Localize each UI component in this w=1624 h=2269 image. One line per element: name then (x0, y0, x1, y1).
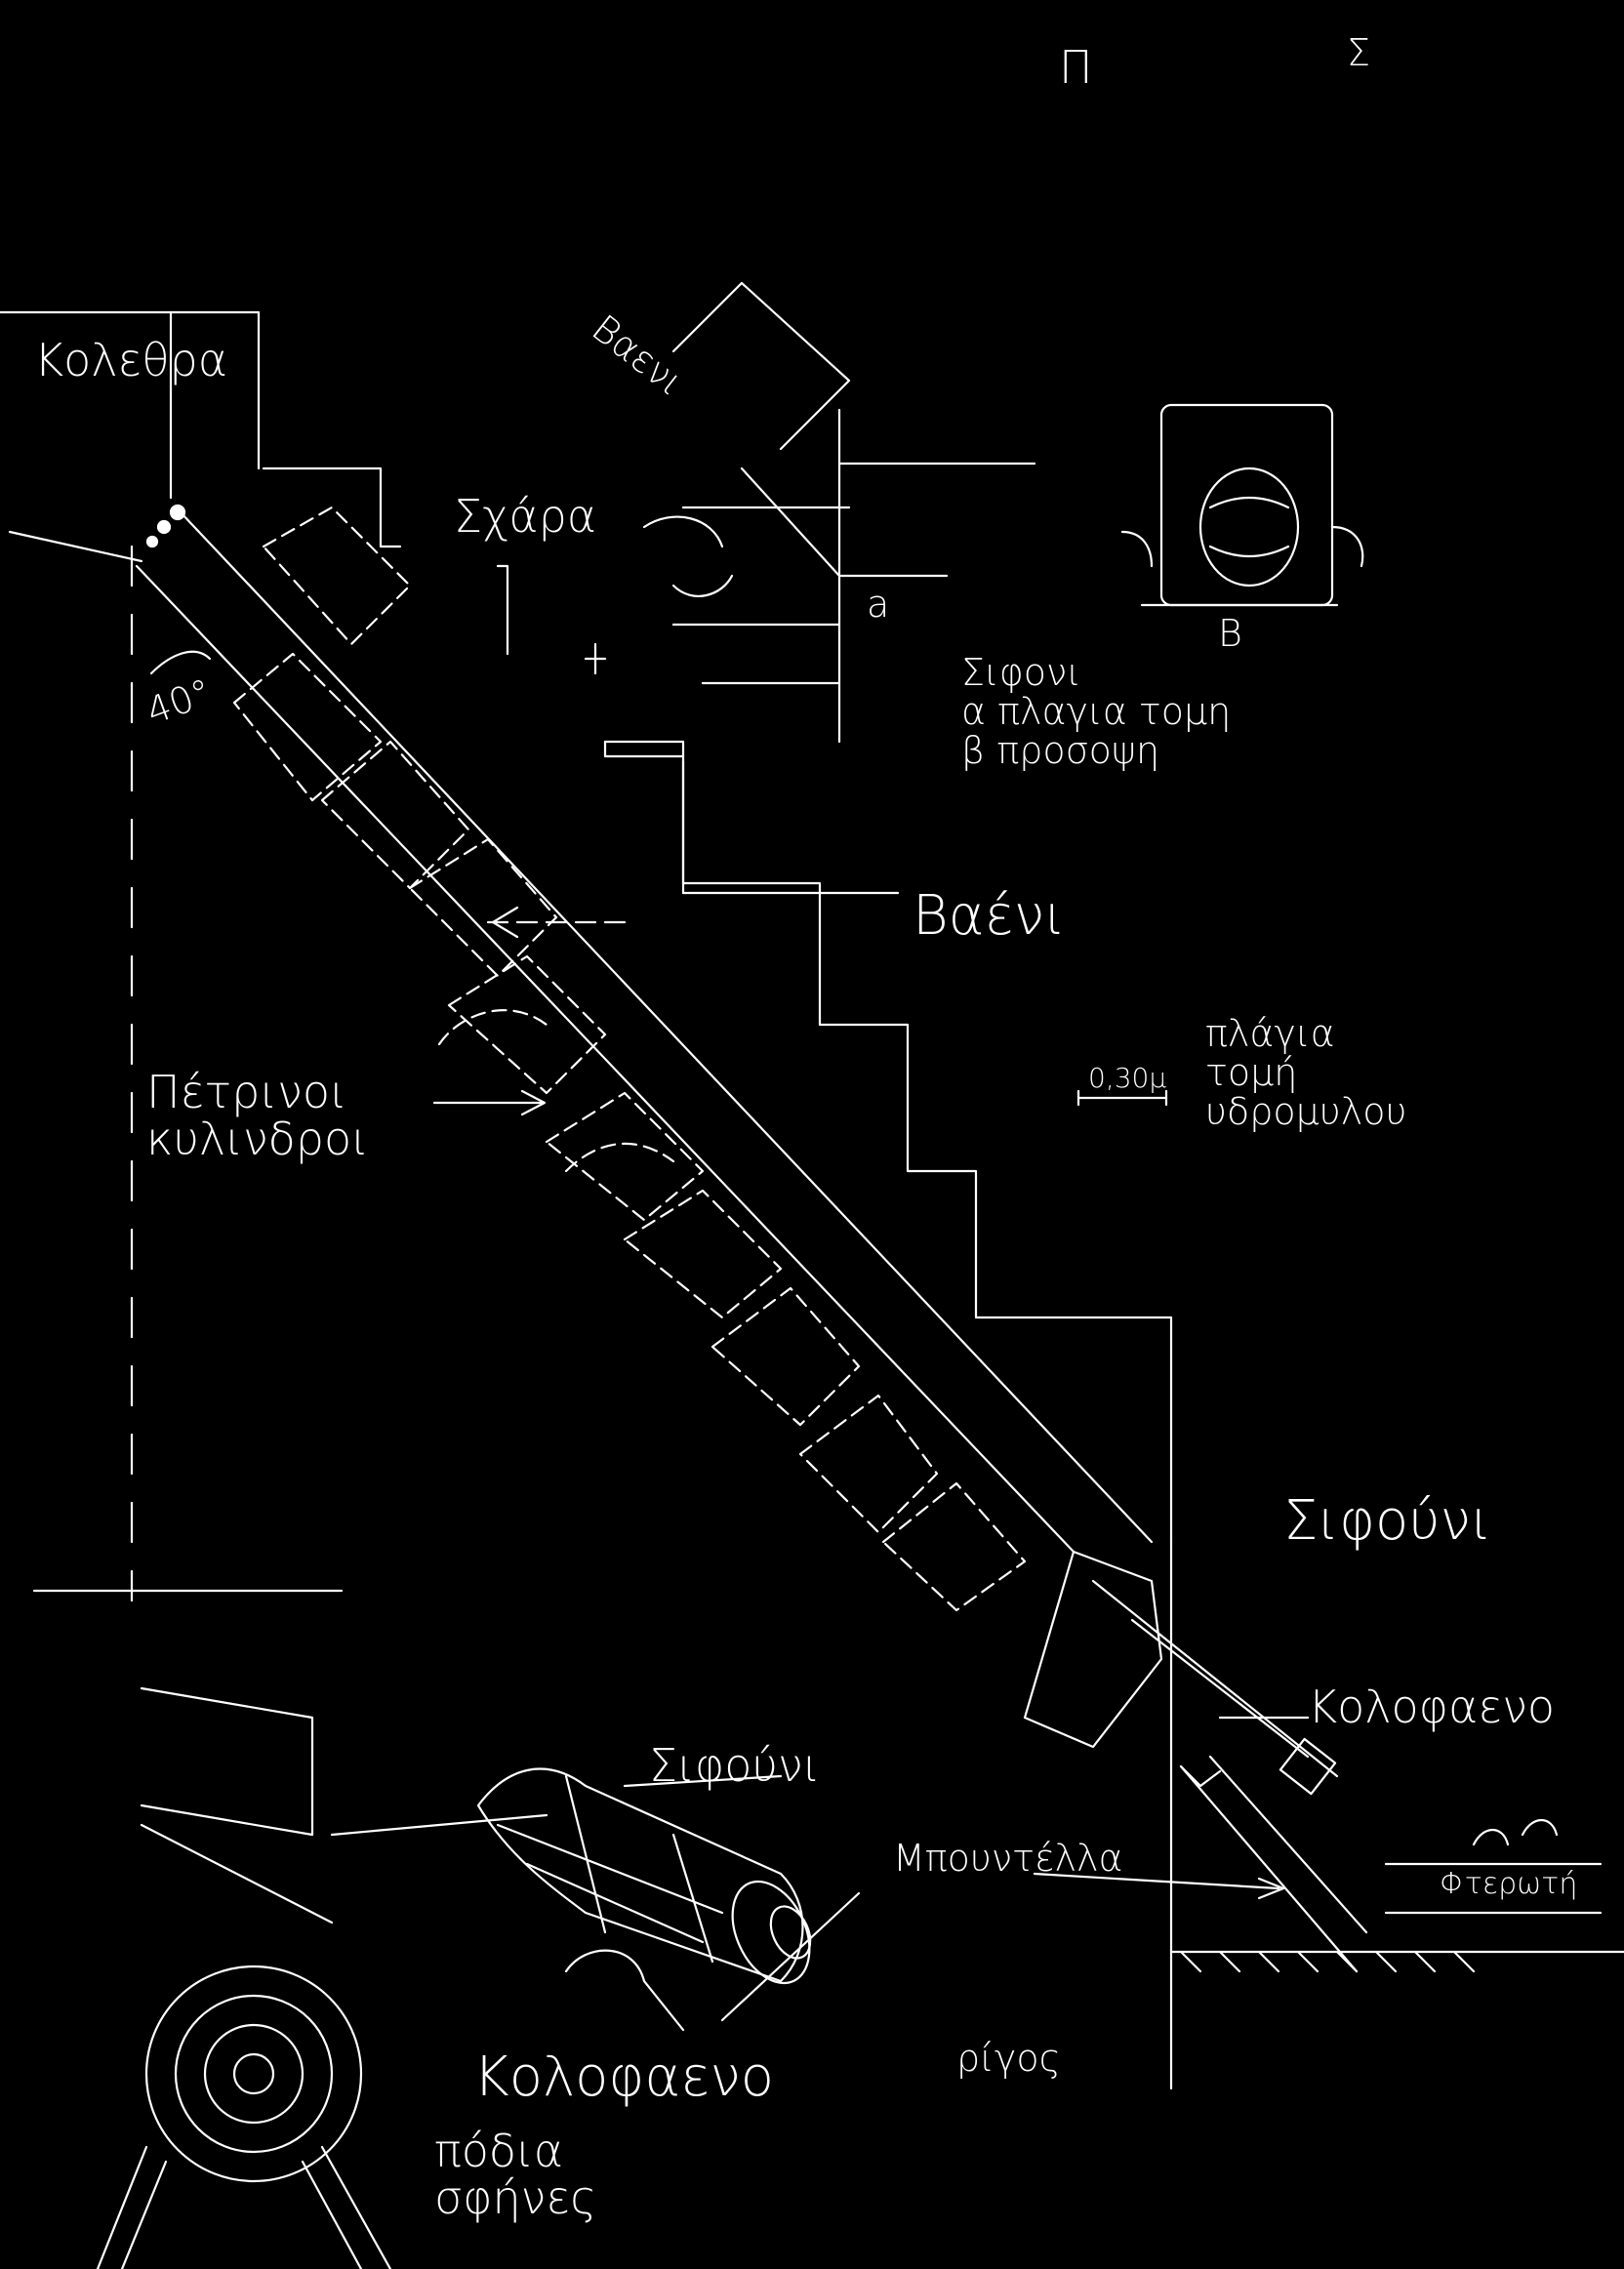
label-eskara: Σχάρα (454, 490, 597, 543)
label-sifouni-right: Σιφούνι (1283, 1489, 1492, 1553)
mpountella-support (1033, 1755, 1368, 1973)
label-scale: 0,30μ (1088, 1062, 1167, 1094)
label-side-section: πλάγια τομή υδρομυλου (1205, 1012, 1407, 1133)
kolethra-frame (0, 310, 261, 563)
stone-cylinders (232, 506, 1027, 1612)
label-petrinoi: Πέτρινοι κυλινδροι (146, 1066, 369, 1166)
inclined-millrace (135, 504, 1154, 1554)
ground-hatch (1169, 1950, 1624, 1973)
label-vaeni: Βαένι (913, 884, 1066, 948)
label-sifoni-views: Σιφονι α πλαγια τομη β προσοψη (961, 651, 1232, 772)
sifoni-detail-front (1120, 403, 1364, 607)
sifoni-detail-side (642, 281, 1036, 744)
scale-bar (1076, 1089, 1168, 1107)
label-kolofaeno: Κολοφαενο (1308, 1681, 1556, 1733)
sifouni-outlet (1023, 1550, 1339, 1796)
label-a-mark: a (867, 583, 890, 626)
label-kolethra: Κολεθρα (34, 334, 228, 386)
left-fragment (140, 1686, 548, 1925)
label-rigos: ρίγος (956, 2037, 1061, 2080)
sifouni-perspective (476, 1767, 861, 2032)
label-sifouni-detail: Σιφούνι (649, 1739, 821, 1792)
flow-arrowhead (491, 906, 519, 939)
sheet-title: Π (1059, 41, 1113, 94)
label-podia: πόδια σφήνες (434, 2125, 597, 2225)
cross-section-disc (96, 1965, 392, 2269)
petrinoi-arrowhead (520, 1089, 547, 1116)
fteroti-wheel (1384, 1818, 1603, 1915)
sheet-title-sigma: Σ (1347, 31, 1371, 74)
label-fteroti: Φτερωτή (1440, 1867, 1578, 1901)
eskara-bracket (262, 466, 685, 758)
angle-arc (149, 650, 212, 675)
label-b-mark: Β (1218, 612, 1242, 655)
label-kolofaeno-detail: Κολοφαενο (473, 2046, 775, 2109)
label-mpountella: Μπουντέλλα (893, 1837, 1123, 1880)
